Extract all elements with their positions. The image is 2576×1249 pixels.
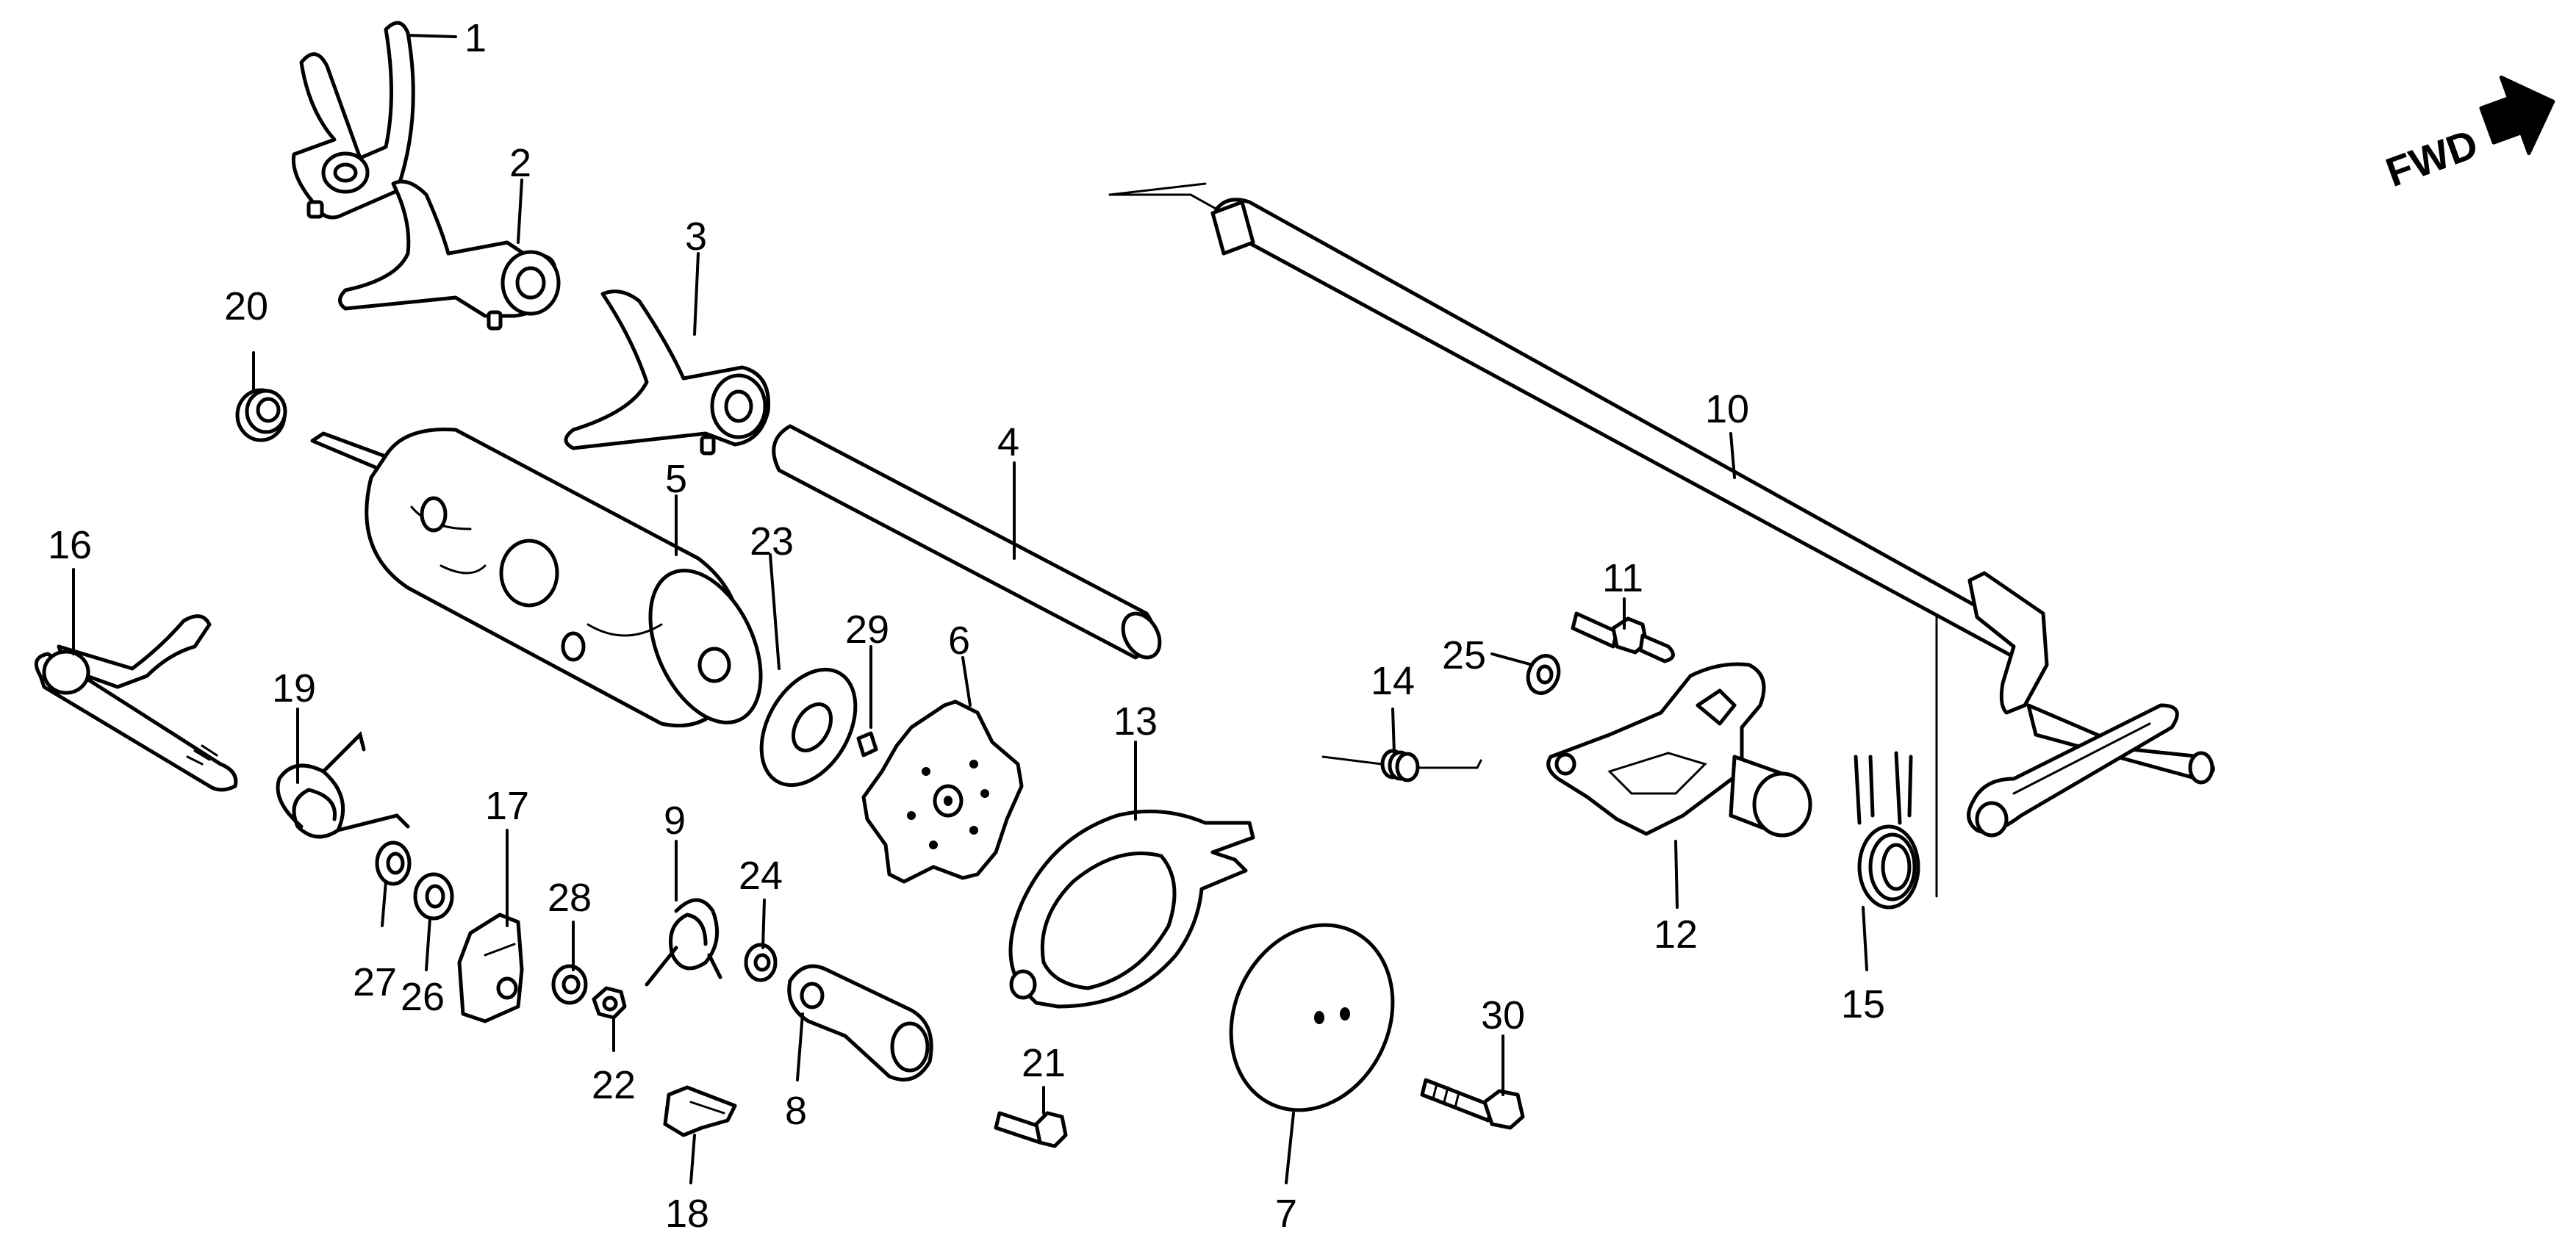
leader-lines xyxy=(72,34,1868,1184)
callout-3: 3 xyxy=(685,215,707,259)
spring-14 xyxy=(1321,749,1482,782)
nut-22 xyxy=(592,986,627,1020)
callout-7: 7 xyxy=(1275,1192,1297,1236)
callout-26: 26 xyxy=(401,975,445,1019)
callout-24: 24 xyxy=(739,854,783,898)
stopper-plate-17 xyxy=(457,913,524,1023)
callout-1: 1 xyxy=(464,16,487,60)
gasket-7 xyxy=(1229,923,1395,1112)
gearshift-plate-12 xyxy=(1546,662,1812,838)
callout-numbers: 1 2 3 20 5 4 23 29 6 16 19 27 26 17 28 2… xyxy=(48,16,1885,1236)
callout-9: 9 xyxy=(664,799,686,843)
callout-4: 4 xyxy=(997,420,1019,464)
callout-23: 23 xyxy=(750,519,794,564)
fork-shaft-4 xyxy=(772,424,1162,660)
callout-5: 5 xyxy=(665,457,687,501)
callout-18: 18 xyxy=(665,1192,709,1236)
callout-28: 28 xyxy=(548,876,592,920)
washer-24 xyxy=(744,943,778,982)
callout-8: 8 xyxy=(785,1089,807,1133)
callout-17: 17 xyxy=(485,784,529,828)
spring-9 xyxy=(645,898,722,987)
fwd-label: FWD xyxy=(2380,120,2483,195)
return-spring-19 xyxy=(276,731,410,839)
stopper-arm-8 xyxy=(787,964,933,1081)
callout-12: 12 xyxy=(1654,913,1698,957)
callout-6: 6 xyxy=(948,619,970,663)
gearshift-arm-16 xyxy=(34,614,238,792)
shift-fork-3 xyxy=(564,289,771,456)
circlip-27 xyxy=(375,841,412,886)
callout-19: 19 xyxy=(272,666,316,710)
callout-29: 29 xyxy=(845,608,889,652)
callout-20: 20 xyxy=(224,284,268,328)
washer-26 xyxy=(413,872,454,921)
dowel-pin-29 xyxy=(856,731,878,757)
washer-25 xyxy=(1526,654,1561,695)
shift-drum-5 xyxy=(310,427,763,728)
callout-2: 2 xyxy=(509,141,531,185)
callout-21: 21 xyxy=(1022,1041,1066,1085)
callout-13: 13 xyxy=(1113,699,1158,744)
washer-23 xyxy=(759,667,858,788)
callout-11: 11 xyxy=(1602,556,1643,600)
shift-fork-2 xyxy=(338,179,561,331)
drum-shifter-13 xyxy=(1008,809,1255,1009)
clip-18 xyxy=(663,1085,737,1137)
callout-22: 22 xyxy=(592,1063,636,1107)
callout-15: 15 xyxy=(1841,982,1885,1026)
callout-30: 30 xyxy=(1481,993,1525,1037)
return-spring-15 xyxy=(1854,751,1920,910)
bearing-20 xyxy=(235,388,287,442)
gearshift-spindle-10 xyxy=(1108,182,2215,898)
shift-fork-1 xyxy=(291,21,415,220)
washer-28 xyxy=(551,964,588,1005)
bolt-11 xyxy=(1571,611,1675,663)
callout-14: 14 xyxy=(1371,659,1415,703)
callout-10: 10 xyxy=(1705,387,1749,431)
bolt-21 xyxy=(994,1111,1068,1148)
callout-27: 27 xyxy=(353,960,397,1004)
drum-center-star-6 xyxy=(861,699,1024,884)
bolt-30 xyxy=(1420,1078,1525,1130)
callout-25: 25 xyxy=(1442,633,1486,677)
callout-16: 16 xyxy=(48,523,92,567)
fwd-arrow-icon: FWD xyxy=(2380,75,2555,195)
